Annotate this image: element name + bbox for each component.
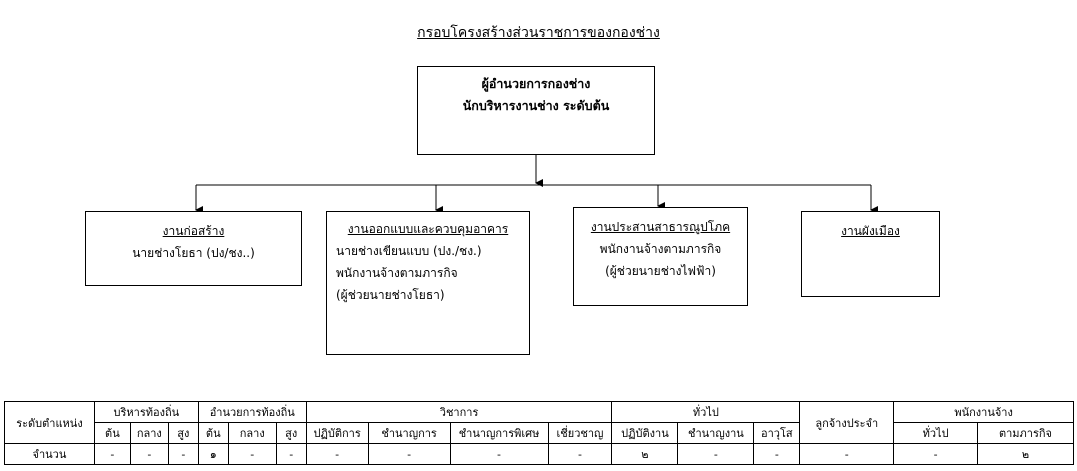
- row-label-cell: ระดับตำแหน่ง: [4, 401, 95, 444]
- head-box: ผู้อำนวยการกองช่าง นักบริหารงานช่าง ระดั…: [417, 66, 655, 155]
- table-level-row: ต้น กลาง สูง ต้น กลาง สูง ปฏิบัติการ ชำน…: [5, 422, 1074, 444]
- unit-utilities-box: งานประสานสาธารณูปโภค พนักงานจ้างตามภารกิ…: [573, 207, 748, 306]
- level-cell: ปฏิบัติงาน: [611, 422, 679, 444]
- count-cell: -: [93, 443, 131, 465]
- unit-position: (ผู้ช่วยนายช่างไฟฟ้า): [605, 264, 716, 278]
- count-cell: -: [449, 443, 549, 465]
- unit-position: พนักงานจ้างตามภารกิจ: [336, 266, 458, 280]
- level-cell: อาวุโส: [753, 422, 801, 444]
- level-cell: กลาง: [227, 422, 277, 444]
- count-cell: -: [547, 443, 613, 465]
- group-director: อำนวยการท้องถิ่น: [197, 401, 307, 423]
- unit-design-box: งานออกแบบและควบคุมอาคาร นายช่างเขียนแบบ …: [326, 211, 530, 355]
- level-cell: ต้น: [197, 422, 229, 444]
- unit-position: (ผู้ช่วยนายช่างโยธา): [336, 288, 445, 302]
- staff-table: ระดับตำแหน่ง บริหารท้องถิ่น อำนวยการท้อง…: [4, 401, 1074, 465]
- group-academic: วิชาการ: [305, 401, 613, 423]
- group-general: ทั่วไป: [611, 401, 801, 423]
- org-connectors: [195, 155, 878, 214]
- level-cell: สูง: [167, 422, 199, 444]
- table-header-row: ระดับตำแหน่ง บริหารท้องถิ่น อำนวยการท้อง…: [4, 401, 1074, 444]
- count-cell: -: [275, 443, 307, 465]
- count-cell: -: [799, 443, 895, 465]
- count-cell: -: [893, 443, 978, 465]
- head-title: ผู้อำนวยการกองช่าง: [481, 76, 591, 91]
- count-cell: ๑: [197, 443, 229, 465]
- count-cell: ๒: [611, 443, 679, 465]
- level-cell: ชำนาญการ: [367, 422, 451, 444]
- count-cell: -: [305, 443, 369, 465]
- unit-title: งานออกแบบและควบคุมอาคาร: [347, 222, 509, 236]
- level-cell: ชำนาญการพิเศษ: [449, 422, 549, 444]
- count-cell: -: [677, 443, 755, 465]
- unit-title: งานประสานสาธารณูปโภค: [590, 220, 731, 234]
- count-cell: -: [167, 443, 199, 465]
- page-title: กรอบโครงสร้างส่วนราชการของกองช่าง: [417, 25, 660, 41]
- unit-title: งานก่อสร้าง: [162, 224, 225, 238]
- count-label-cell: จำนวน: [4, 443, 95, 465]
- unit-position: พนักงานจ้างตามภารกิจ: [599, 242, 722, 256]
- unit-construction-box: งานก่อสร้าง นายช่างโยธา (ปง/ชง..): [85, 211, 302, 286]
- unit-title: งานผังเมือง: [841, 224, 900, 238]
- level-cell: ตามภารกิจ: [977, 422, 1074, 444]
- level-cell: กลาง: [129, 422, 169, 444]
- level-cell: สูง: [275, 422, 307, 444]
- table-count-row: จำนวน - - - ๑ - - - - - - ๒ - - - - ๒: [4, 443, 1074, 465]
- count-cell: -: [227, 443, 277, 465]
- group-employee: พนักงานจ้าง: [893, 401, 1074, 423]
- group-permanent: ลูกจ้างประจำ: [799, 401, 895, 444]
- level-cell: ชำนาญงาน: [677, 422, 755, 444]
- level-cell: ทั่วไป: [893, 422, 978, 444]
- count-cell: -: [367, 443, 451, 465]
- level-cell: เชี่ยวชาญ: [547, 422, 613, 444]
- count-cell: ๒: [977, 443, 1074, 465]
- count-cell: -: [129, 443, 169, 465]
- unit-position: นายช่างเขียนแบบ (ปง./ชง.): [336, 244, 482, 258]
- level-cell: ต้น: [93, 422, 131, 444]
- count-cell: -: [753, 443, 801, 465]
- unit-cityplan-box: งานผังเมือง: [801, 211, 940, 297]
- head-position: นักบริหารงานช่าง ระดับต้น: [462, 98, 610, 113]
- group-admin: บริหารท้องถิ่น: [93, 401, 199, 423]
- level-cell: ปฏิบัติการ: [305, 422, 369, 444]
- unit-position: นายช่างโยธา (ปง/ชง..): [132, 246, 255, 260]
